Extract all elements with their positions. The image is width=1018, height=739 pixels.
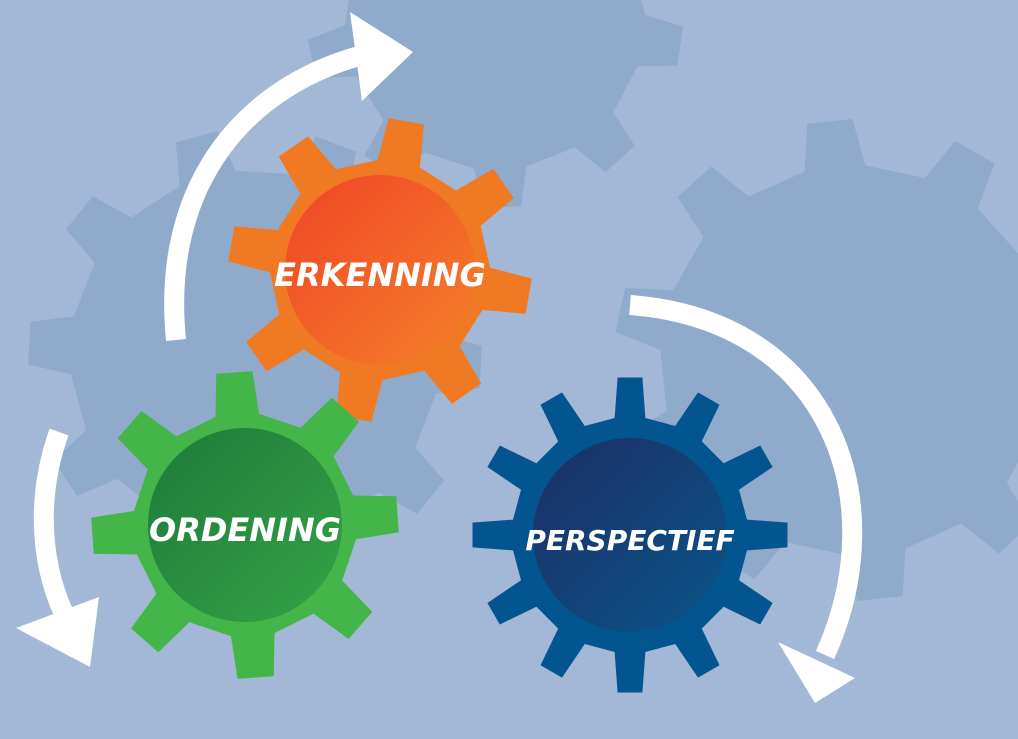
arrow-right-icon (629, 295, 863, 660)
cycle-arrows (16, 12, 863, 703)
arrow-bottom-left-head-icon (16, 597, 99, 667)
gear-erkenning: ERKENNING (228, 118, 532, 422)
gear-ordening: ORDENING (91, 371, 399, 679)
gear-erkenning-label: ERKENNING (274, 256, 486, 294)
arrow-top-left-head-icon (350, 12, 413, 101)
gear-perspectief-label: PERSPECTIEF (525, 524, 734, 557)
arrow-top-left-icon (164, 42, 378, 341)
arrow-right-head-icon (778, 642, 855, 703)
gear-perspectief-hub (533, 438, 727, 632)
gear-ordening-hub (148, 428, 342, 622)
gear-erkenning-hub (285, 175, 475, 365)
gear-perspectief: PERSPECTIEF (472, 377, 788, 693)
arrow-bottom-left-icon (33, 428, 79, 631)
gear-ordening-label: ORDENING (149, 511, 341, 549)
